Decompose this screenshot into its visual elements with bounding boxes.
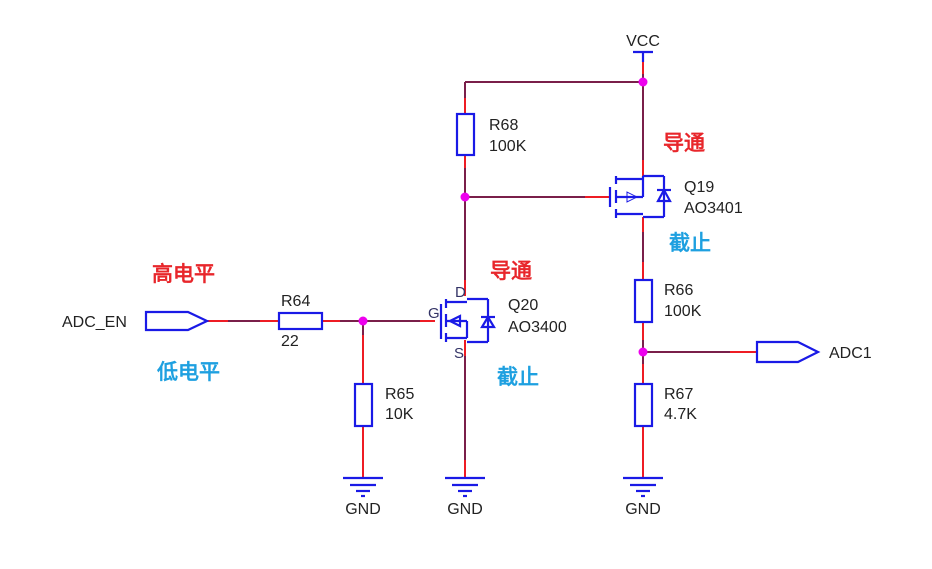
gnd-label: GND <box>625 501 661 518</box>
q20-pin-d: D <box>455 284 466 301</box>
junction-q20-gate <box>358 316 368 326</box>
port-adc-en: ADC_EN <box>62 310 210 332</box>
r67-ref: R67 <box>664 386 693 403</box>
r65-value: 10K <box>385 406 414 423</box>
wires <box>207 62 757 478</box>
r64-ref: R64 <box>281 293 310 310</box>
r65-ref: R65 <box>385 386 414 403</box>
vcc-label: VCC <box>626 33 660 50</box>
junction-adc1 <box>638 347 648 357</box>
q19-value: AO3401 <box>684 200 743 217</box>
port-adc1: ADC1 <box>755 340 872 364</box>
annotation-q19-off: 截止 <box>669 231 711 255</box>
q20-pin-g: G <box>428 305 440 322</box>
vcc-symbol: VCC <box>626 33 660 62</box>
annotation-q20-on: 导通 <box>490 259 532 283</box>
mosfet-q20: G D S Q20 AO3400 <box>428 284 567 362</box>
resistor-r67: R67 4.7K <box>633 382 697 428</box>
q20-pin-s: S <box>454 345 464 362</box>
q20-ref: Q20 <box>508 297 538 314</box>
resistor-r66: R66 100K <box>633 278 702 324</box>
r64-value: 22 <box>281 333 299 350</box>
adc-en-label: ADC_EN <box>62 314 127 331</box>
r67-value: 4.7K <box>664 406 697 423</box>
gnd-label: GND <box>447 501 483 518</box>
r66-value: 100K <box>664 303 702 320</box>
annotation-input-high: 高电平 <box>152 262 215 286</box>
ground-r67: GND <box>623 476 663 518</box>
ground-r65: GND <box>343 476 383 518</box>
resistor-r65: R65 10K <box>353 382 414 428</box>
annotation-input-low: 低电平 <box>156 360 220 384</box>
adc1-label: ADC1 <box>829 345 872 362</box>
ground-q20: GND <box>445 476 485 518</box>
r68-ref: R68 <box>489 117 518 134</box>
r66-ref: R66 <box>664 282 693 299</box>
gnd-label: GND <box>345 501 381 518</box>
junction-q19-gate <box>460 192 470 202</box>
resistor-r64: R64 22 <box>277 293 324 350</box>
resistor-r68: R68 100K <box>455 112 527 157</box>
q19-ref: Q19 <box>684 179 714 196</box>
mosfet-q19: Q19 AO3401 <box>608 174 743 219</box>
r68-value: 100K <box>489 138 527 155</box>
junction-vcc <box>638 77 648 87</box>
annotation-q19-on: 导通 <box>663 131 705 155</box>
q20-value: AO3400 <box>508 319 567 336</box>
annotation-q20-off: 截止 <box>497 365 539 389</box>
